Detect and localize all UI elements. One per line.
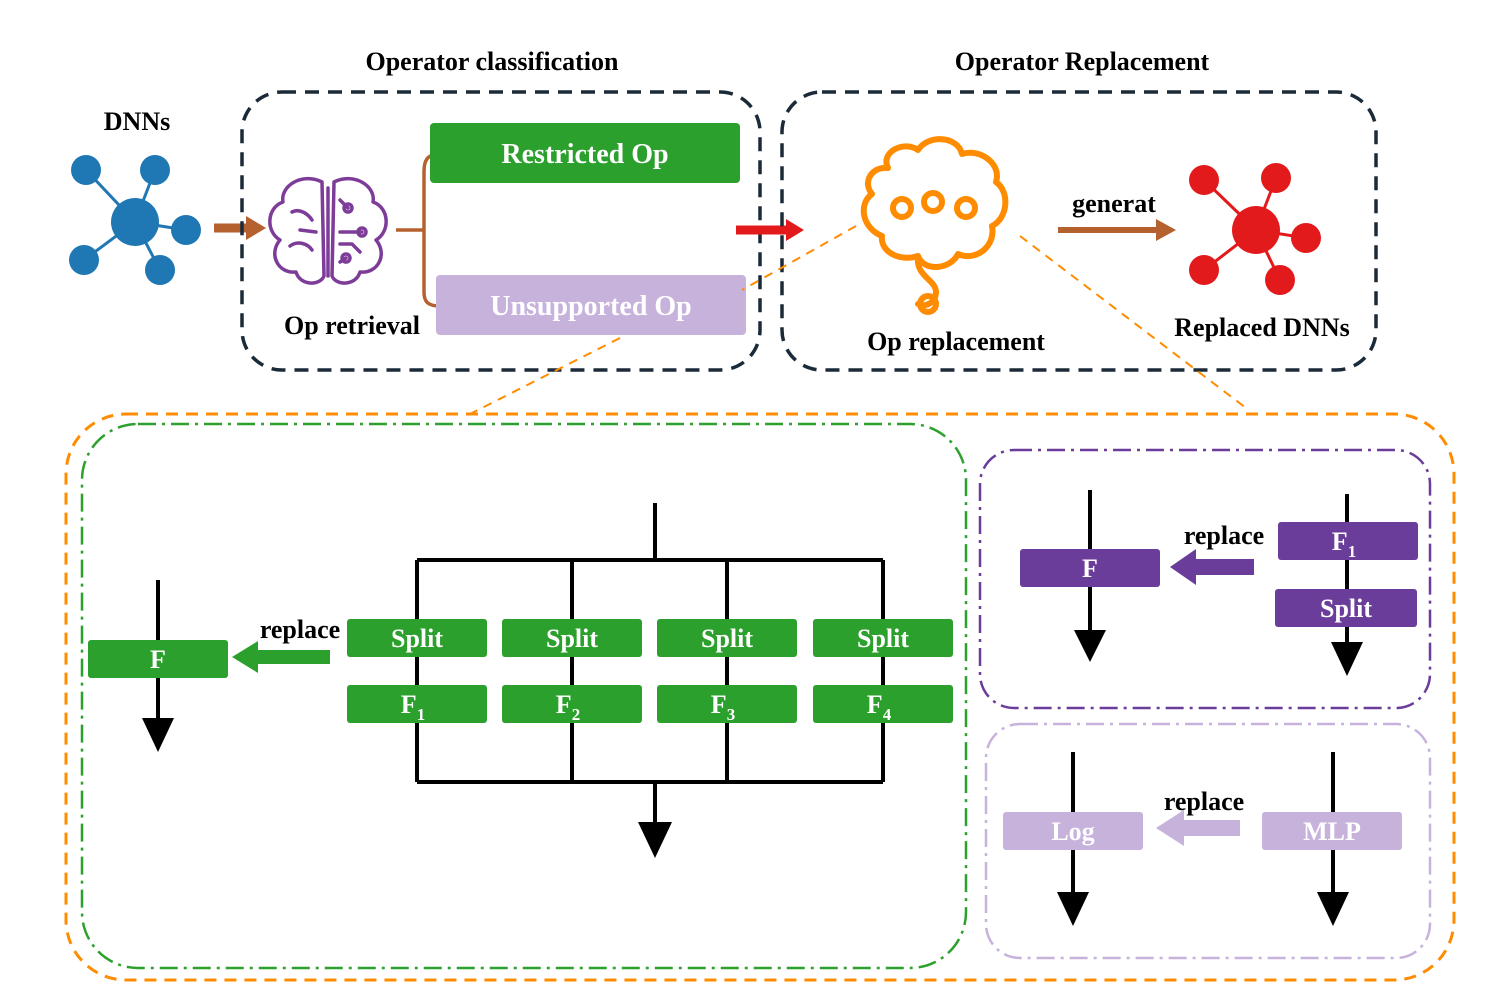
split-label: Split	[546, 624, 598, 653]
function-label: F4	[867, 690, 892, 724]
function-box	[813, 685, 953, 723]
unsupported-op-label: Unsupported Op	[490, 291, 692, 322]
split-box	[1275, 589, 1417, 627]
split-label: Split	[701, 624, 753, 653]
function-label: F1	[401, 690, 425, 724]
split-box	[347, 619, 487, 657]
unsupported-op-box	[436, 275, 746, 335]
lavender-replacement-panel	[984, 722, 1432, 960]
split-box	[502, 619, 642, 657]
generate-label: generat	[1072, 189, 1156, 218]
replacement-detail-container	[64, 412, 1456, 982]
parallel-branch-lines	[415, 503, 885, 826]
flow-arrow-into-classification	[214, 216, 266, 240]
target-op-label: Log	[1051, 817, 1094, 846]
dnns-label: DNNs	[104, 107, 170, 136]
purple-replacement-panel	[978, 448, 1432, 710]
operator-classification-title: Operator classification	[366, 47, 620, 76]
function-label: F3	[711, 690, 735, 724]
flow-arrow-into-replacement	[736, 219, 804, 241]
circuit-brain-icon	[268, 176, 388, 285]
generate-arrow	[1058, 219, 1176, 241]
function-label: F1	[1332, 527, 1356, 561]
replace-arrow	[1156, 810, 1240, 846]
restricted-op-box	[430, 123, 740, 183]
replace-arrow	[232, 641, 330, 673]
restricted-op-label: Restricted Op	[501, 139, 668, 170]
op-retrieval-label: Op retrieval	[284, 311, 420, 340]
replace-label: replace	[1164, 787, 1244, 816]
replace-label: replace	[260, 615, 340, 644]
zoom-connector-lines	[469, 225, 1247, 415]
replace-arrow	[1170, 549, 1254, 585]
network-graph-icon	[69, 155, 201, 285]
target-op-box	[1020, 549, 1160, 587]
thinking-brain-icon	[860, 136, 1009, 315]
function-box	[1278, 522, 1418, 560]
target-op-box	[88, 640, 228, 678]
replace-label: replace	[1184, 521, 1264, 550]
target-op-label: F	[150, 645, 166, 674]
split-box	[813, 619, 953, 657]
function-box	[657, 685, 797, 723]
operator-replacement-box	[780, 90, 1378, 372]
source-op-box	[1262, 812, 1402, 850]
split-label: Split	[1320, 594, 1372, 623]
network-graph-icon	[1189, 163, 1321, 295]
replaced-dnns-label: Replaced DNNs	[1174, 313, 1350, 342]
source-op-label: MLP	[1303, 817, 1361, 846]
function-box	[502, 685, 642, 723]
target-op-box	[1003, 812, 1143, 850]
op-replacement-label: Op replacement	[867, 327, 1045, 356]
target-op-label: F	[1082, 554, 1098, 583]
split-label: Split	[391, 624, 443, 653]
split-label: Split	[857, 624, 909, 653]
source-flow-arrow	[1331, 494, 1363, 676]
function-box	[347, 685, 487, 723]
function-label: F2	[556, 690, 580, 724]
operator-replacement-title: Operator Replacement	[955, 47, 1210, 76]
split-box	[657, 619, 797, 657]
restricted-op-detail-panel	[80, 422, 968, 970]
merged-output-arrowhead	[638, 822, 672, 858]
